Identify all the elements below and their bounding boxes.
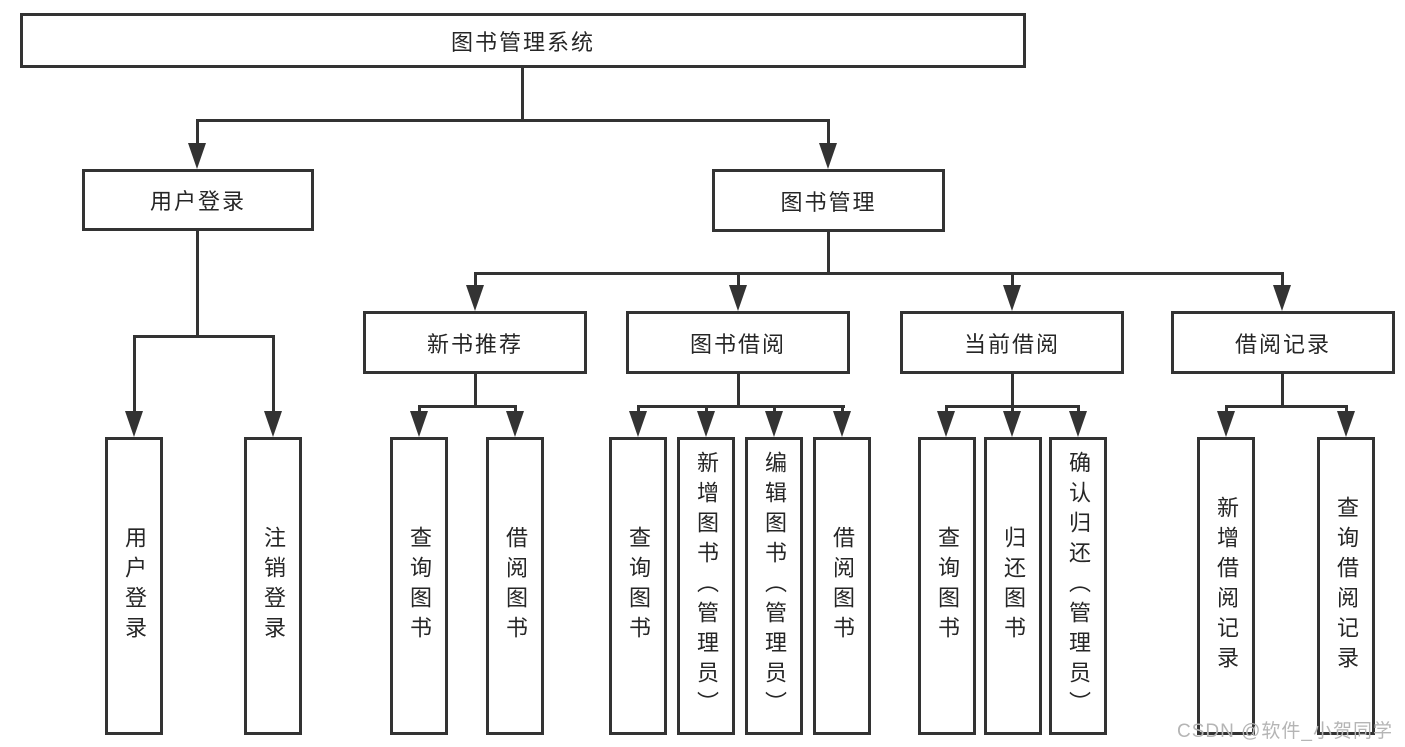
leaf-borrow-borrow-books-label: 借阅图书 — [830, 526, 855, 646]
arrowhead-down-icon — [697, 411, 715, 437]
leaf-current-return-books-label: 归还图书 — [1001, 526, 1026, 646]
connector-drop-current — [1011, 272, 1014, 292]
leaf-borrow-query-books-label: 查询图书 — [626, 526, 651, 646]
leaf-records-add-record-label: 新增借阅记录 — [1214, 496, 1239, 676]
connector-records-branch — [1225, 405, 1348, 408]
connector-user-login-stem — [196, 229, 199, 338]
leaf-records-query-record: 查询借阅记录 — [1317, 437, 1375, 735]
leaf-user-login: 用户登录 — [105, 437, 163, 735]
leaf-logout-label: 注销登录 — [261, 526, 286, 646]
connector-drop-leaf — [133, 335, 136, 415]
node-new-book-recommend: 新书推荐 — [363, 311, 587, 374]
connector-new-book-branch — [418, 405, 517, 408]
connector-book-mgmt-stem — [827, 229, 830, 275]
connector-level3-branch — [474, 272, 1283, 275]
node-root: 图书管理系统 — [20, 13, 1026, 68]
arrowhead-down-icon — [1003, 285, 1021, 311]
arrowhead-down-icon — [729, 285, 747, 311]
connector-drop-user-login — [196, 119, 199, 149]
leaf-current-confirm-return-admin: 确认归还（管理员） — [1049, 437, 1107, 735]
connector-book-borrow-stem — [737, 372, 740, 407]
arrowhead-down-icon — [1217, 411, 1235, 437]
arrowhead-down-icon — [410, 411, 428, 437]
connector-new-book-stem — [474, 372, 477, 407]
connector-book-borrow-branch — [637, 405, 845, 408]
leaf-newbook-query-books-label: 查询图书 — [407, 526, 432, 646]
arrowhead-down-icon — [937, 411, 955, 437]
node-user-login-label: 用户登录 — [149, 189, 246, 214]
connector-drop-book-borrow — [737, 272, 740, 292]
connector-drop-new-book — [474, 272, 477, 292]
arrowhead-down-icon — [506, 411, 524, 437]
arrowhead-down-icon — [188, 143, 206, 169]
arrowhead-down-icon — [1003, 411, 1021, 437]
leaf-user-login-label: 用户登录 — [122, 526, 147, 646]
leaf-borrow-add-books-admin: 新增图书（管理员） — [677, 437, 735, 735]
connector-drop-leaf — [272, 335, 275, 415]
node-book-borrowing-label: 图书借阅 — [689, 331, 786, 357]
arrowhead-down-icon — [629, 411, 647, 437]
leaf-borrow-edit-books-admin: 编辑图书（管理员） — [745, 437, 803, 735]
arrowhead-down-icon — [1069, 411, 1087, 437]
leaf-records-add-record: 新增借阅记录 — [1197, 437, 1255, 735]
arrowhead-down-icon — [125, 411, 143, 437]
node-user-login: 用户登录 — [82, 169, 314, 231]
arrowhead-down-icon — [264, 411, 282, 437]
node-current-borrowing: 当前借阅 — [900, 311, 1124, 374]
connector-root-trunk — [521, 66, 524, 122]
connector-records-stem — [1281, 372, 1284, 407]
node-borrowing-records: 借阅记录 — [1171, 311, 1395, 374]
arrowhead-down-icon — [765, 411, 783, 437]
connector-user-login-branch — [134, 335, 275, 338]
node-book-borrowing: 图书借阅 — [626, 311, 850, 374]
leaf-newbook-borrow-books-label: 借阅图书 — [503, 526, 528, 646]
leaf-records-query-record-label: 查询借阅记录 — [1334, 496, 1359, 676]
leaf-newbook-borrow-books: 借阅图书 — [486, 437, 544, 735]
arrowhead-down-icon — [1337, 411, 1355, 437]
connector-drop-records — [1281, 272, 1284, 292]
leaf-borrow-query-books: 查询图书 — [609, 437, 667, 735]
arrowhead-down-icon — [466, 285, 484, 311]
connector-current-stem — [1011, 372, 1014, 407]
csdn-watermark: CSDN @软件_小贺同学 — [1177, 721, 1393, 742]
leaf-current-return-books: 归还图书 — [984, 437, 1042, 735]
connector-level2-branch — [196, 119, 830, 122]
arrowhead-down-icon — [833, 411, 851, 437]
leaf-logout: 注销登录 — [244, 437, 302, 735]
node-book-management-label: 图书管理 — [780, 189, 877, 215]
connector-drop-book-mgmt — [827, 119, 830, 149]
node-new-book-recommend-label: 新书推荐 — [426, 331, 523, 357]
node-current-borrowing-label: 当前借阅 — [963, 331, 1060, 357]
leaf-borrow-edit-books-admin-label: 编辑图书（管理员） — [762, 451, 787, 721]
leaf-newbook-query-books: 查询图书 — [390, 437, 448, 735]
node-book-management: 图书管理 — [712, 169, 945, 232]
leaf-current-query-books-label: 查询图书 — [935, 526, 960, 646]
arrowhead-down-icon — [1273, 285, 1291, 311]
leaf-borrow-add-books-admin-label: 新增图书（管理员） — [694, 451, 719, 721]
node-root-label: 图书管理系统 — [450, 29, 595, 55]
leaf-current-confirm-return-admin-label: 确认归还（管理员） — [1066, 451, 1091, 721]
arrowhead-down-icon — [819, 143, 837, 169]
leaf-current-query-books: 查询图书 — [918, 437, 976, 735]
node-borrowing-records-label: 借阅记录 — [1234, 331, 1331, 357]
leaf-borrow-borrow-books: 借阅图书 — [813, 437, 871, 735]
